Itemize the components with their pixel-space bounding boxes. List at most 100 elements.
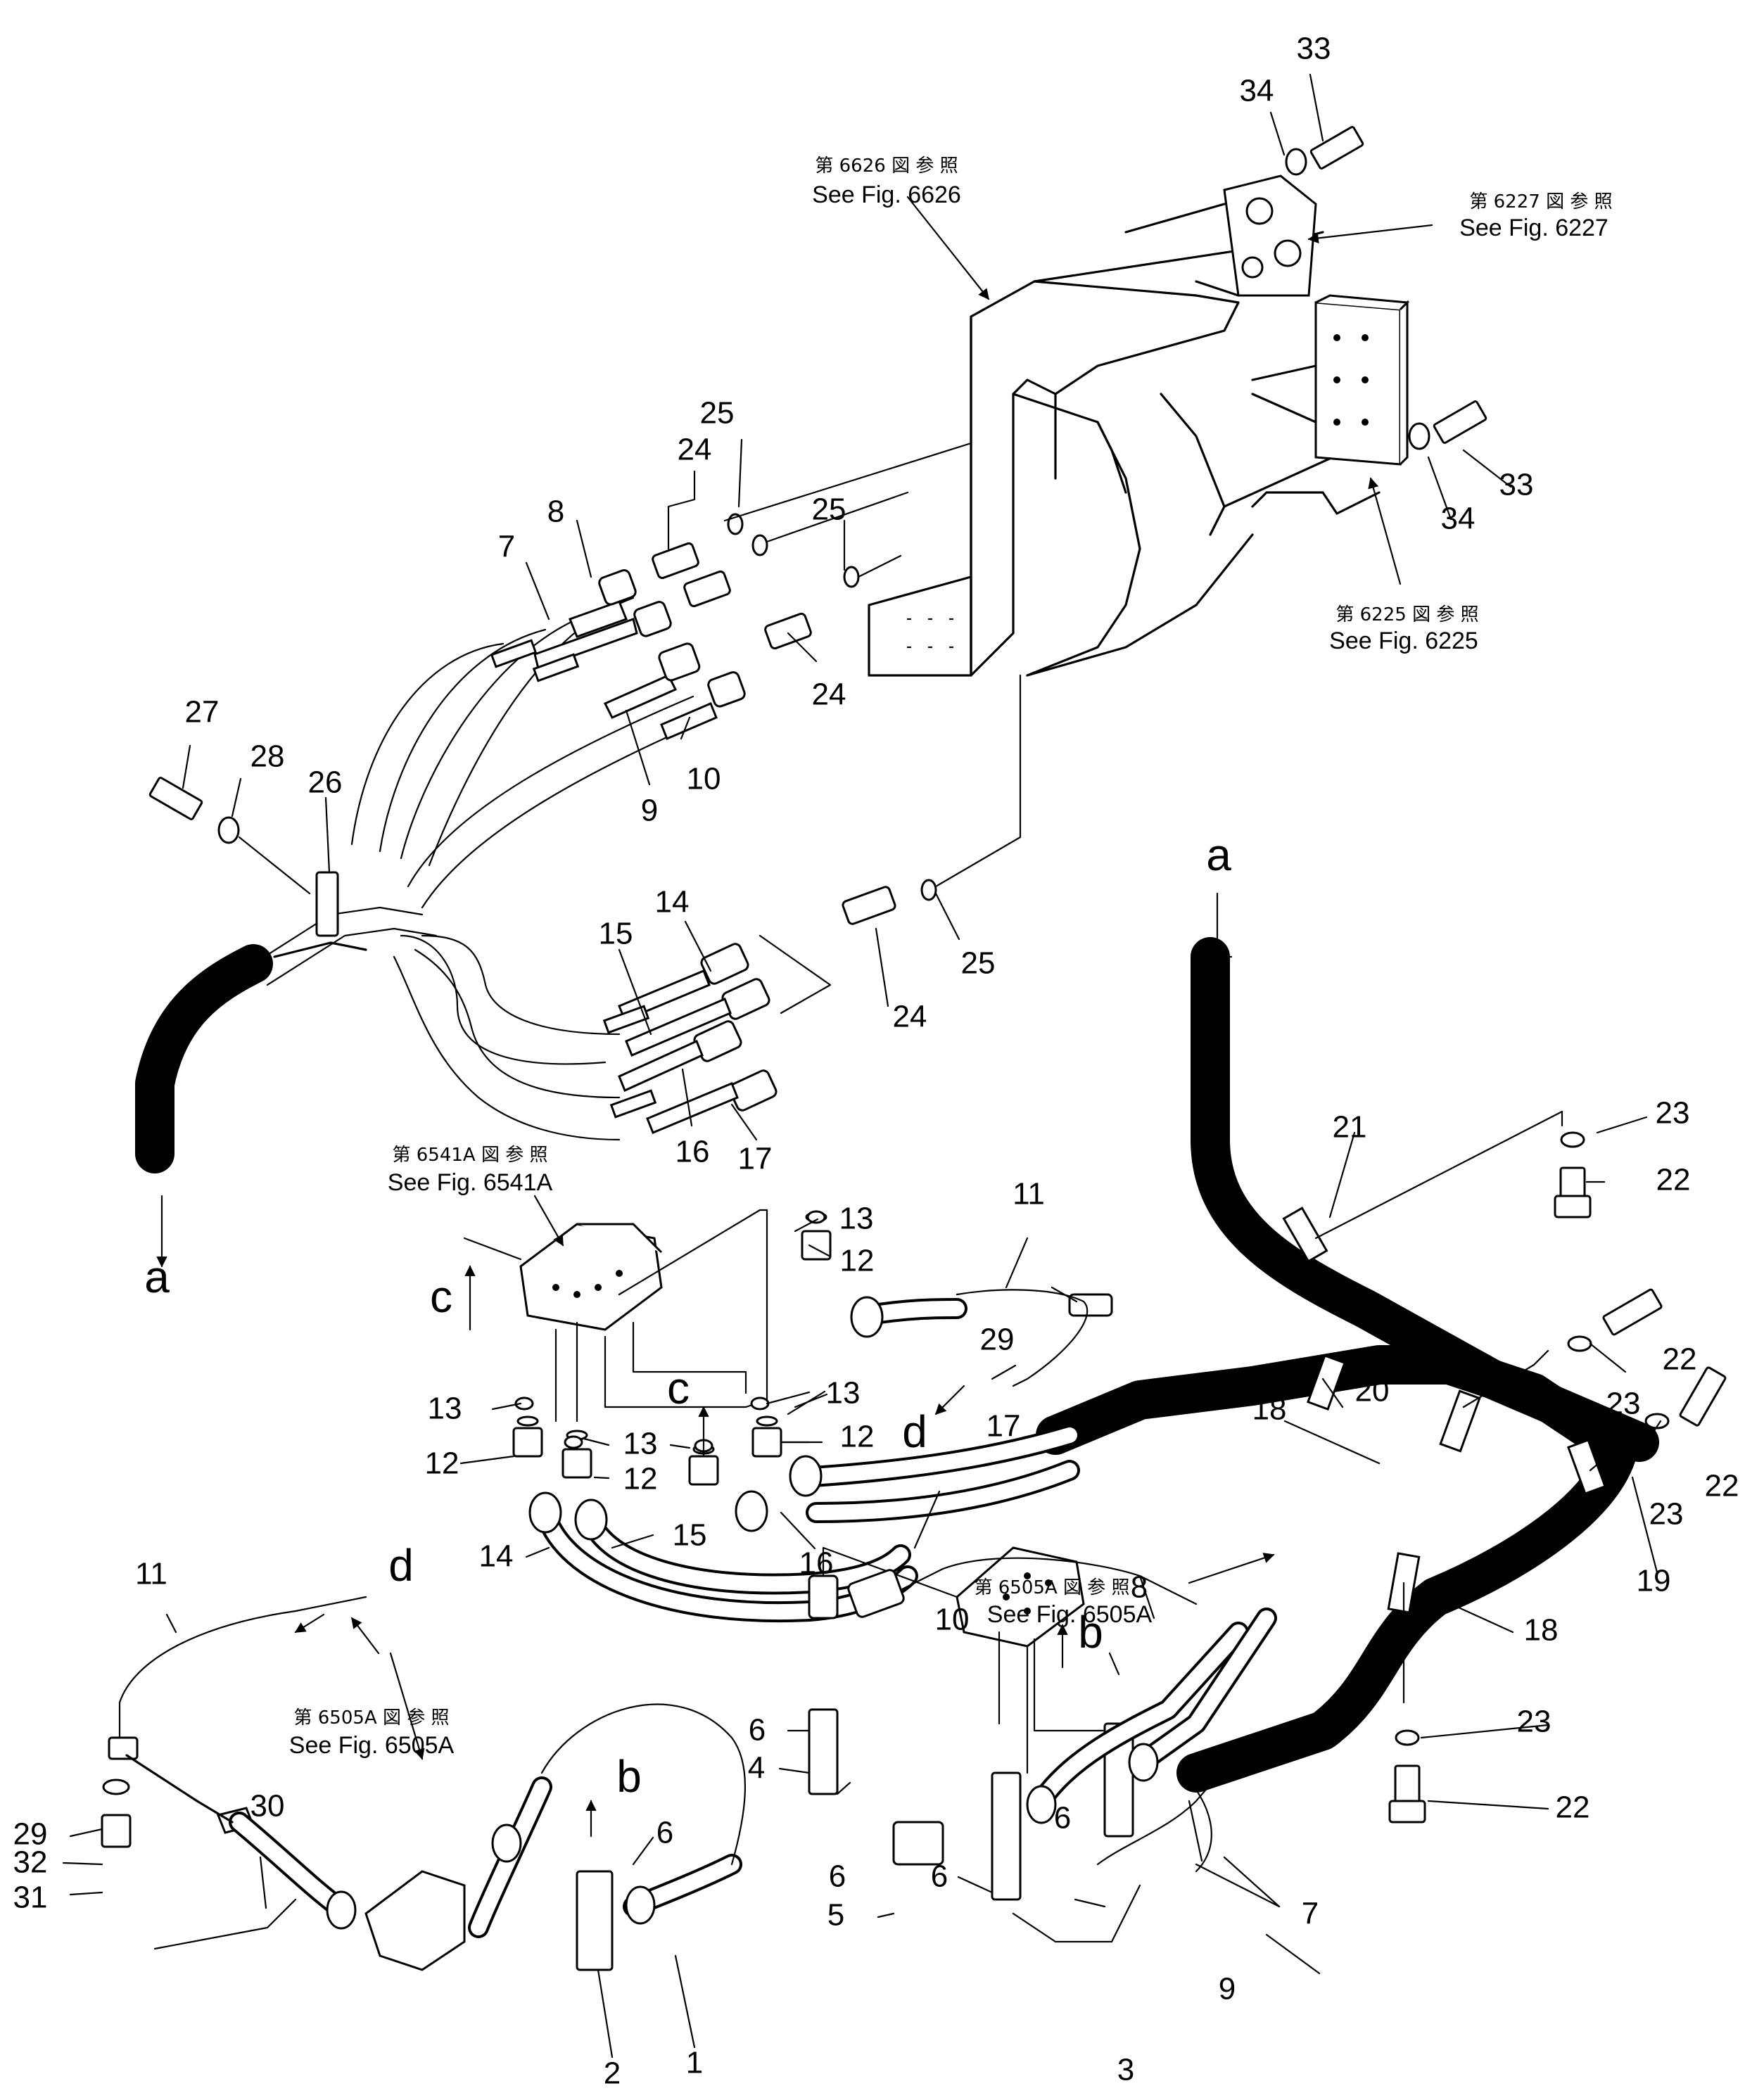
callout-23-a: 23	[1656, 1096, 1690, 1131]
svg-text:第 6541A 図 参 照: 第 6541A 図 参 照	[392, 1145, 547, 1166]
callout-22-b: 22	[1663, 1342, 1697, 1377]
callout-2: 2	[604, 2056, 621, 2091]
connector-b-left: b	[616, 1751, 642, 1802]
adapters-upper	[652, 442, 1022, 925]
left-spiral-guard	[135, 871, 621, 1173]
valve-block-6505A-right	[808, 1546, 1277, 1943]
connector-d-left: d	[388, 1540, 414, 1591]
svg-text:See Fig. 6541A: See Fig. 6541A	[388, 1169, 553, 1196]
connector-b-right: b	[1078, 1607, 1103, 1657]
ref-fig-6541A: 第 6541A 図 参 照 See Fig. 6541A	[388, 1145, 553, 1196]
connector-a-top: a	[1206, 829, 1231, 880]
right-spiral-guard	[1036, 937, 1659, 1793]
callout-5: 5	[827, 1898, 844, 1933]
callout-1: 1	[686, 2046, 703, 2080]
callout-17-b: 17	[986, 1409, 1021, 1444]
callout-9-a: 9	[641, 794, 658, 828]
ref-fig-6626: 第 6626 図 参 照 See Fig. 6626	[812, 155, 961, 208]
callout-12-d: 12	[623, 1462, 658, 1496]
callout-10-b: 10	[935, 1603, 970, 1637]
callout-29-b: 29	[13, 1817, 48, 1852]
svg-text:第 6505A 図 参 照: 第 6505A 図 参 照	[293, 1707, 449, 1729]
svg-text:第 6225 図 参 照: 第 6225 図 参 照	[1335, 604, 1478, 625]
callout-22-d: 22	[1556, 1790, 1590, 1825]
ref-fig-6505A-right: 第 6505A 図 参 照 See Fig. 6505A	[974, 1577, 1152, 1628]
callout-11-a: 11	[1013, 1177, 1045, 1211]
callout-13-c: 13	[428, 1392, 462, 1426]
bolt-27-washer-28	[148, 777, 311, 895]
callout-29-a: 29	[980, 1323, 1015, 1357]
hose-9	[603, 642, 701, 719]
callout-24-c: 24	[893, 1000, 927, 1034]
callout-30: 30	[250, 1789, 285, 1824]
hose-8	[569, 569, 637, 638]
callout-34-b: 34	[1441, 502, 1476, 536]
callout-34-a: 34	[1240, 74, 1274, 108]
callout-7-a: 7	[498, 530, 515, 564]
hose-15	[625, 978, 770, 1057]
main-frame-bracket	[868, 231, 1381, 677]
mid-hose-ends	[602, 934, 832, 1134]
svg-text:See Fig. 6225: See Fig. 6225	[1329, 628, 1478, 654]
svg-text:第 6505A 図 参 照: 第 6505A 図 参 照	[974, 1577, 1129, 1598]
hose-16	[618, 1020, 742, 1093]
hose-7	[533, 601, 672, 670]
callout-8-b: 8	[1131, 1570, 1148, 1605]
top-valve-cluster	[1124, 174, 1317, 297]
svg-text:第 6626 図 参 照: 第 6626 図 参 照	[815, 155, 958, 177]
svg-text:See Fig. 6505A: See Fig. 6505A	[987, 1601, 1153, 1628]
callout-12-b: 12	[840, 1420, 875, 1454]
hose-11	[118, 1289, 1113, 1739]
leader-lines	[62, 73, 1662, 2058]
ref-fig-6225: 第 6225 図 参 照 See Fig. 6225	[1329, 604, 1478, 654]
callout-26: 26	[308, 765, 343, 800]
callout-18-b: 18	[1524, 1613, 1559, 1648]
callout-4: 4	[748, 1751, 765, 1786]
callout-27: 27	[185, 695, 220, 730]
ref-fig-6505A-left: 第 6505A 図 参 照 See Fig. 6505A	[289, 1707, 455, 1759]
callout-13-b: 13	[826, 1376, 861, 1411]
callout-6-a: 6	[749, 1713, 766, 1748]
callout-33-b: 33	[1499, 468, 1534, 502]
callout-6-b: 6	[656, 1816, 673, 1850]
callout-31: 31	[13, 1881, 48, 1915]
callout-numbers: 1 2 3 4 5 6 6 6 6 6 7 7 8 8 9 9 10 10 11…	[13, 32, 1739, 2091]
svg-text:See Fig. 6227: See Fig. 6227	[1459, 215, 1608, 241]
connector-c-left: c	[430, 1271, 452, 1322]
reference-arrows	[156, 196, 1433, 1838]
callout-18-a: 18	[1252, 1392, 1287, 1427]
fittings-12-13	[512, 1210, 832, 1486]
callout-25-b: 25	[812, 492, 846, 527]
callout-3: 3	[1117, 2053, 1134, 2087]
svg-text:第 6227 図 参 照: 第 6227 図 参 照	[1469, 191, 1612, 212]
callout-6-e: 6	[1054, 1801, 1071, 1835]
callout-17-a: 17	[738, 1142, 773, 1176]
callout-14-a: 14	[655, 885, 690, 919]
callout-25-c: 25	[961, 946, 996, 981]
connector-letters: a a b b c c d d	[144, 829, 1231, 1802]
callout-23-b: 23	[1606, 1387, 1641, 1421]
svg-text:See Fig. 6505A: See Fig. 6505A	[289, 1732, 455, 1759]
callout-25-a: 25	[700, 396, 735, 431]
lower-left-assembly	[101, 1703, 746, 1971]
callout-24-b: 24	[812, 677, 846, 712]
callout-19: 19	[1637, 1564, 1671, 1598]
connector-d-mid: d	[902, 1406, 927, 1457]
callout-7-b: 7	[1302, 1897, 1319, 1931]
callout-8-a: 8	[547, 495, 564, 529]
reference-labels: 第 6626 図 参 照 See Fig. 6626 第 6227 図 参 照 …	[289, 155, 1613, 1759]
callout-24-a: 24	[678, 433, 712, 467]
callout-23-c: 23	[1649, 1497, 1684, 1532]
callout-28: 28	[250, 739, 285, 774]
callout-13-d: 13	[623, 1427, 658, 1461]
callout-15-b: 15	[673, 1518, 707, 1553]
valve-block-6541A	[463, 1209, 768, 1423]
callout-32: 32	[13, 1845, 48, 1880]
callout-6-c: 6	[829, 1859, 846, 1894]
ref-fig-6227: 第 6227 図 参 照 See Fig. 6227	[1459, 191, 1612, 241]
svg-text:See Fig. 6626: See Fig. 6626	[812, 182, 961, 208]
callout-9-b: 9	[1219, 1972, 1236, 2006]
connector-c-mid: c	[667, 1363, 690, 1413]
callout-16-b: 16	[799, 1546, 834, 1581]
